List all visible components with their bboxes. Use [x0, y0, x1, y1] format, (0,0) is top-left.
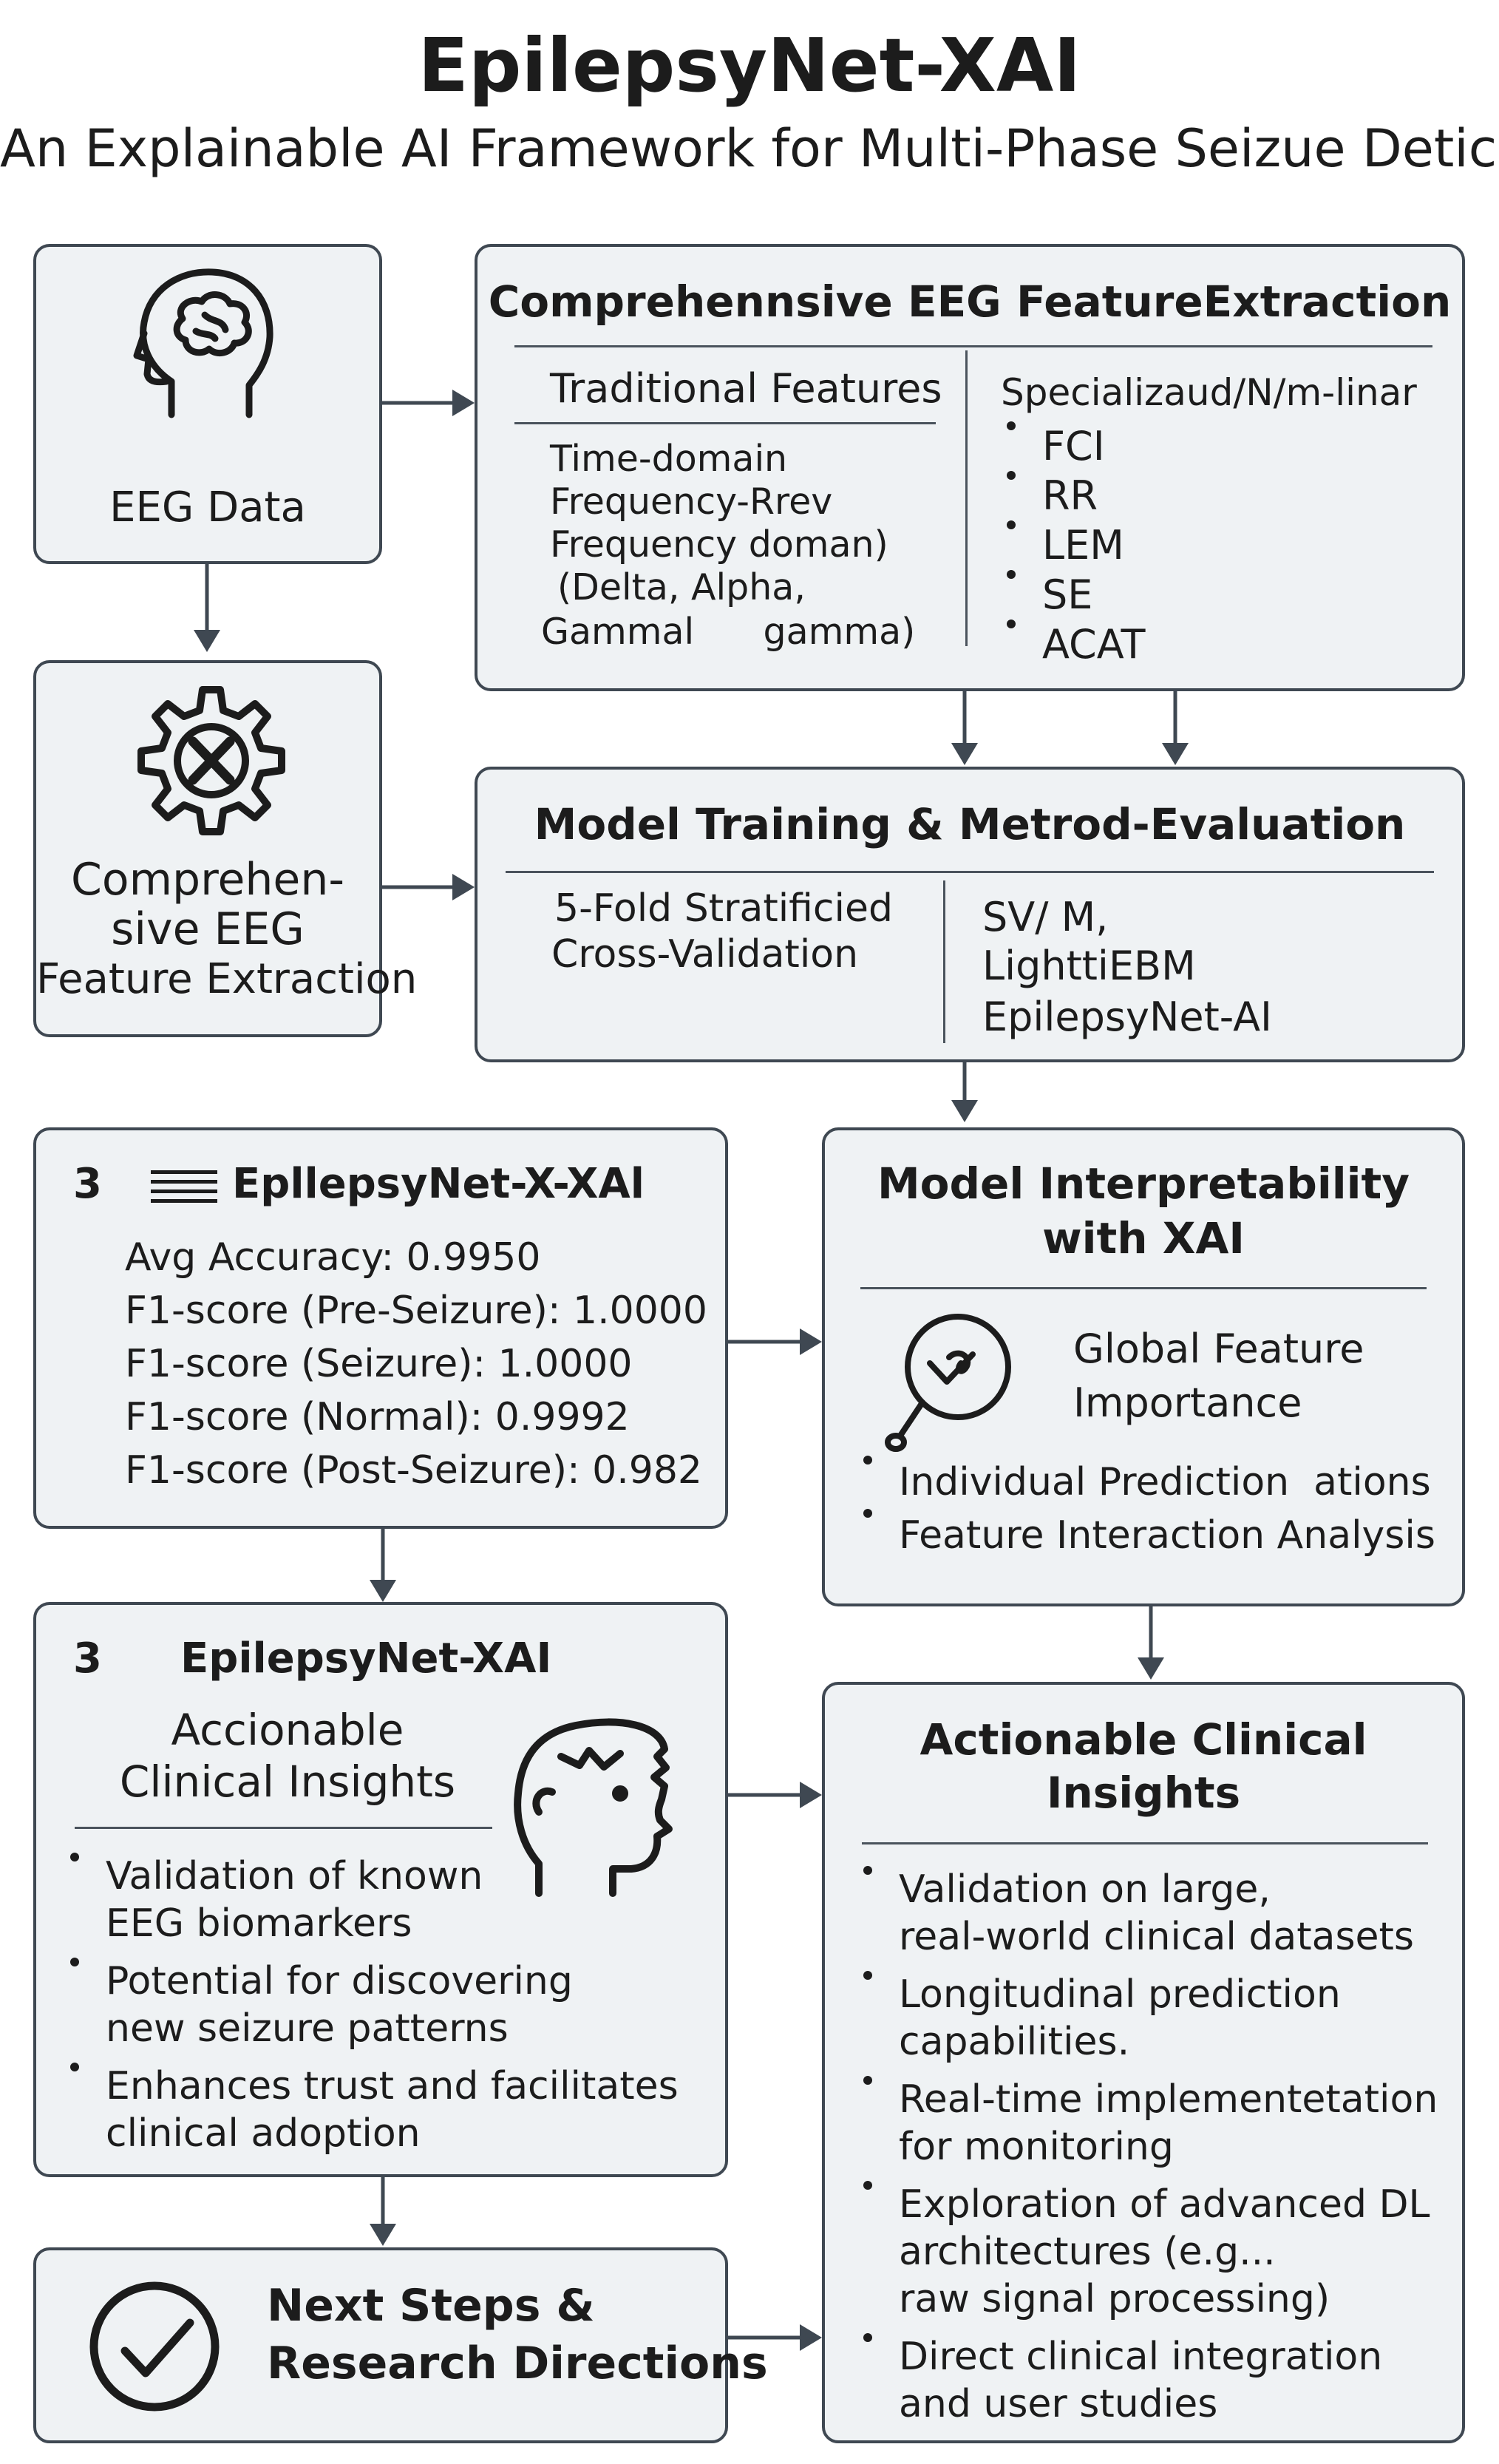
specialized-heading: Specializaud/N/m-linar [1001, 371, 1417, 414]
specialized-item: LEM [1001, 520, 1145, 570]
feature-box-line3: Feature Extraction [36, 955, 418, 1003]
specialized-item: ACAT [1001, 620, 1145, 669]
brain-head-icon [133, 268, 273, 418]
traditional-line: (Delta, Alpha, [557, 566, 806, 608]
training-method-line: 5-Fold Stratificied [554, 886, 893, 931]
results-box: 3 EpllepsyNet-X-XAl Avg Accuracy: 0.9950… [33, 1127, 728, 1529]
metric-line: F1-score (Normal): 0.9992 [125, 1395, 630, 1439]
traditional-features-heading: Traditional Features [550, 365, 942, 412]
page-subtitle: An Explainable AI Framework for Multi-Ph… [0, 118, 1499, 179]
insights-left-subtitle-line1: Accionable [171, 1705, 404, 1755]
interpretability-box: Model Interpretability with XAI Global F… [822, 1127, 1465, 1606]
metric-line: Avg Accuracy: 0.9950 [125, 1235, 541, 1280]
clinical-insights-title-line2: Insights [1046, 1768, 1241, 1818]
eeg-data-label: EEG Data [109, 483, 306, 532]
specialized-item: FCI [1001, 421, 1145, 471]
clinical-insights-title-line1: Actionable Clinical [920, 1714, 1367, 1765]
traditional-line: Frequency-Rrev [550, 481, 833, 523]
specialized-item: SE [1001, 570, 1145, 620]
next-steps-line1: Next Steps & [267, 2280, 595, 2332]
magnifier-check-icon [885, 1314, 1011, 1452]
next-steps-line2: Research Directions [267, 2338, 768, 2389]
clinical-insight-item: Validation on large,real-world clinical … [857, 1866, 1438, 1961]
human-head-icon [514, 1718, 673, 1897]
clinical-insights-box: Actionable Clinical Insights Validation … [822, 1682, 1465, 2443]
check-circle-icon [89, 2281, 220, 2412]
training-model-line: EpilepsyNet-AI [982, 994, 1272, 1040]
training-method-line: Cross-Validation [551, 932, 859, 977]
insights-left-title: EpilepsyNet-XAI [180, 1635, 552, 1683]
interpretability-list: Individual Prediction ations Feature Int… [857, 1456, 1435, 1562]
global-feature-line2: Importance [1073, 1379, 1302, 1426]
insights-left-number: 3 [73, 1635, 102, 1683]
specialized-list: FCI RR LEM SE ACAT [1001, 421, 1145, 669]
training-model-line: LighttiEBM [982, 943, 1196, 989]
metric-line: F1-score (Seizure): 1.0000 [125, 1342, 633, 1386]
clinical-insights-list: Validation on large,real-world clinical … [857, 1866, 1438, 2428]
next-steps-box: Next Steps & Research Directions [33, 2247, 768, 2443]
feature-box-line2: sive EEG [111, 903, 305, 955]
menu-lines-icon [151, 1170, 217, 1203]
traditional-line: Gammal gamma) [541, 611, 916, 653]
eeg-data-box: EEG Data [33, 244, 382, 564]
training-model-line: SV/ M, [982, 894, 1109, 940]
feature-extraction-small-box: Comprehen- sive EEG Feature Extraction [33, 660, 418, 1037]
metric-line: F1-score (Pre-Seizure): 1.0000 [125, 1289, 707, 1333]
model-training-title: Model Training & Metrod-Evaluation [534, 799, 1406, 849]
insights-left-subtitle-line2: Clinical Insights [119, 1757, 456, 1807]
model-training-box: Model Training & Metrod-Evaluation 5-Fol… [475, 767, 1465, 1062]
interpretability-title-line1: Model Interpretability [877, 1158, 1410, 1209]
traditional-line: Frequency doman) [550, 523, 888, 566]
results-number: 3 [73, 1160, 102, 1208]
interpretability-item: Individual Prediction ations [857, 1456, 1435, 1509]
feature-extraction-box: Comprehennsive EEG FeatureExtraction Tra… [475, 244, 1465, 691]
insights-left-box: 3 EpilepsyNet-XAI Accionable Clinical In… [33, 1602, 728, 2177]
interpretability-item: Feature Interaction Analysis [857, 1509, 1435, 1562]
gear-x-icon [137, 686, 285, 835]
metric-line: F1-score (Post-Seizure): 0.982 [125, 1448, 702, 1493]
feature-box-line1: Comprehen- [70, 854, 345, 906]
interpretability-title-line2: with XAI [1042, 1213, 1245, 1263]
results-title: EpllepsyNet-X-XAl [232, 1160, 645, 1208]
specialized-item: RR [1001, 471, 1145, 520]
feature-extraction-title: Comprehennsive EEG FeatureExtraction [488, 276, 1452, 327]
page-title: EpilepsyNet-XAI [418, 22, 1081, 109]
global-feature-line1: Global Feature [1073, 1326, 1364, 1372]
traditional-line: Time-domain [550, 438, 788, 480]
